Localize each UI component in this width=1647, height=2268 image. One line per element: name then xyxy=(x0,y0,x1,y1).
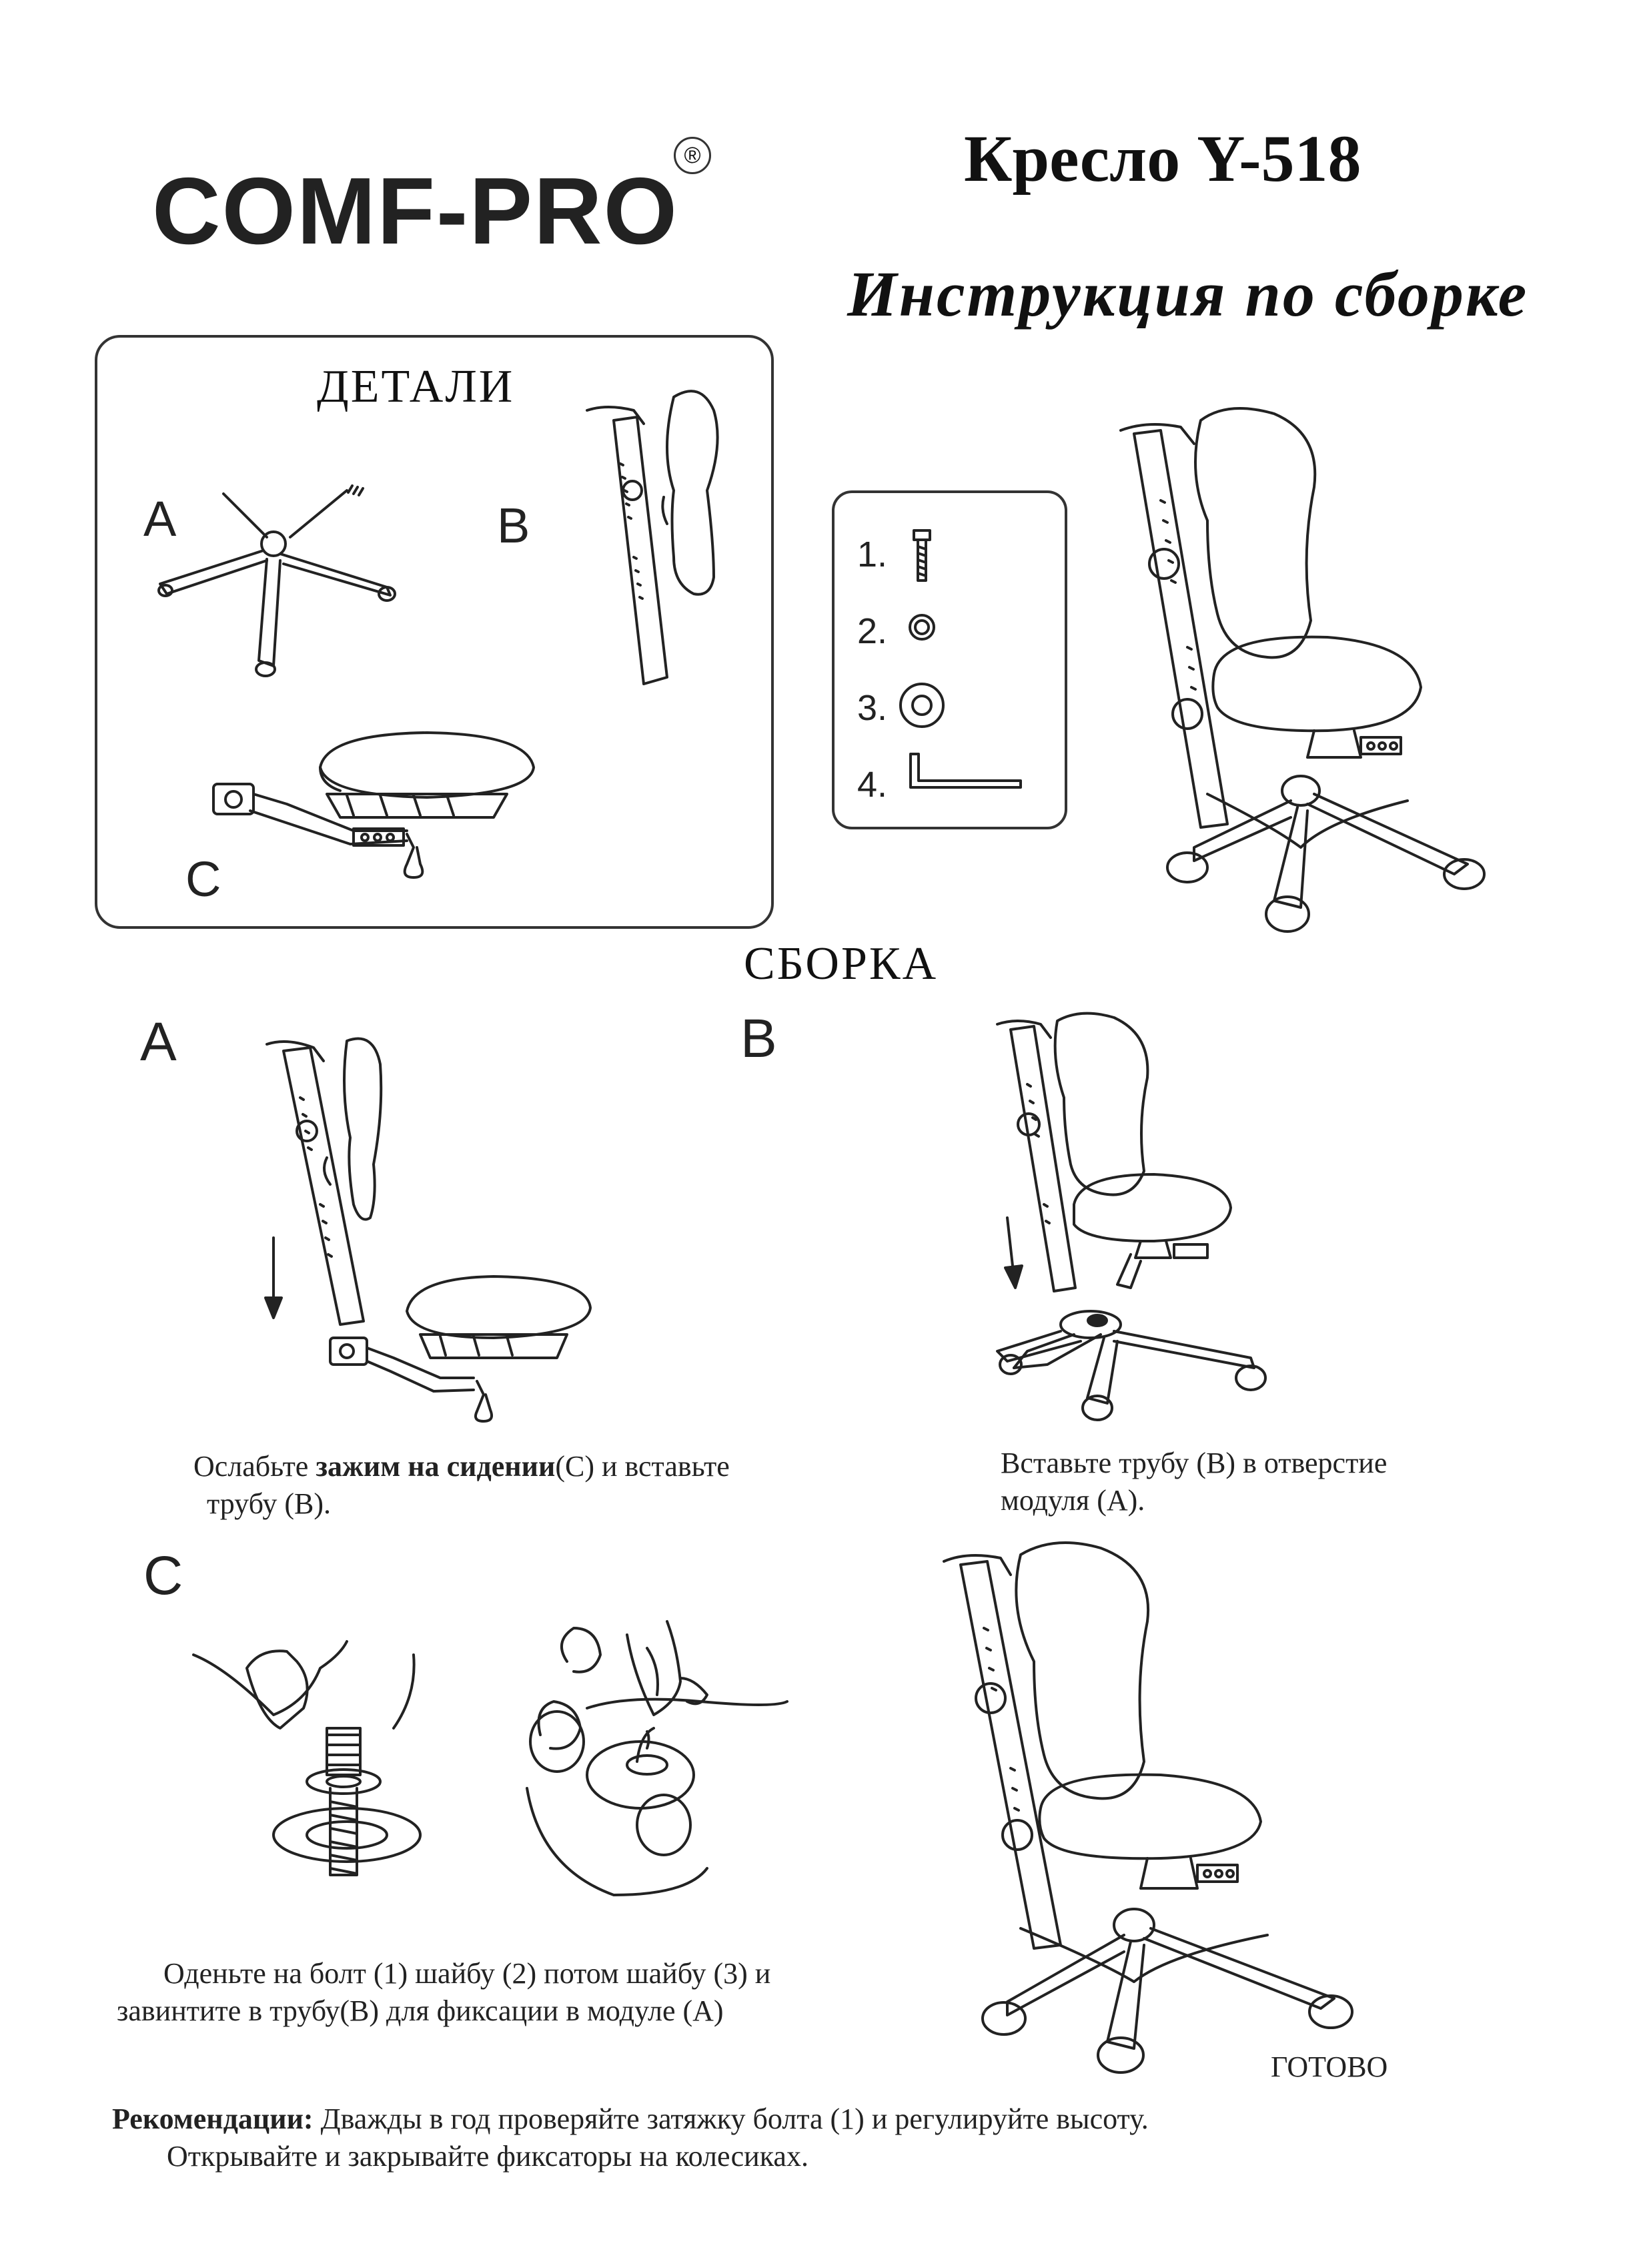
assembled-chair-icon xyxy=(1119,407,1486,933)
backrest-tube-icon xyxy=(586,390,719,685)
step-a-caption-line2: трубу (В). xyxy=(207,1487,331,1520)
bolt-icon xyxy=(913,529,931,582)
star-base-icon xyxy=(157,484,396,677)
page-title: Кресло Y-518 xyxy=(964,121,1361,196)
seat-icon xyxy=(212,731,535,879)
part-a-letter: A xyxy=(143,491,177,546)
registered-mark: ® xyxy=(674,137,711,174)
washer-install-closeup-icon xyxy=(526,1620,788,1896)
brand-logo: COMF-PRO xyxy=(152,158,679,264)
recommendations-label: Рекомендации: xyxy=(112,2103,314,2135)
step-a-letter: A xyxy=(140,1012,177,1072)
parts-heading: ДЕТАЛИ xyxy=(317,361,515,412)
hardware-panel xyxy=(832,490,1067,829)
step-b-caption-line1: Вставьте трубу (В) в отверстие xyxy=(1001,1447,1388,1479)
step-b-caption-line2: модуля (А). xyxy=(1001,1484,1145,1517)
hex-key-icon xyxy=(909,753,1022,789)
large-washer-icon xyxy=(899,683,945,728)
step-a-caption-line1: Ослабьте зажим на сидении(С) и вставьте xyxy=(193,1450,730,1483)
step-c-letter: C xyxy=(143,1545,183,1606)
part-c-letter: C xyxy=(185,851,221,907)
bolt-assembly-closeup-icon xyxy=(192,1640,422,1876)
recommendations-line1: Рекомендации: Дважды в год проверяйте за… xyxy=(112,2103,1149,2135)
step-c-caption-line2: завинтите в трубу(В) для фиксации в моду… xyxy=(117,1994,724,2027)
small-washer-icon xyxy=(909,614,935,641)
step-b-illustration-icon xyxy=(996,1012,1267,1421)
step-b-letter: B xyxy=(740,1008,777,1069)
step-c-caption-line1: Оденьте на болт (1) шайбу (2) потом шайб… xyxy=(163,1957,771,1990)
step-a-illustration-icon xyxy=(264,1037,592,1423)
hardware-3-label: 3. xyxy=(857,688,888,728)
hardware-2-label: 2. xyxy=(857,611,888,651)
part-b-letter: B xyxy=(497,498,530,553)
page-subtitle: Инструкция по сборке xyxy=(847,258,1529,330)
hardware-4-label: 4. xyxy=(857,765,888,805)
done-label: ГОТОВО xyxy=(1271,2050,1388,2083)
assembly-heading: СБОРКА xyxy=(744,938,939,990)
parts-panel xyxy=(95,335,774,929)
recommendations-line2: Открывайте и закрывайте фиксаторы на кол… xyxy=(167,2140,808,2173)
hardware-items-icon xyxy=(899,529,1022,789)
hardware-1-label: 1. xyxy=(857,534,888,575)
done-chair-icon xyxy=(943,1541,1353,2074)
